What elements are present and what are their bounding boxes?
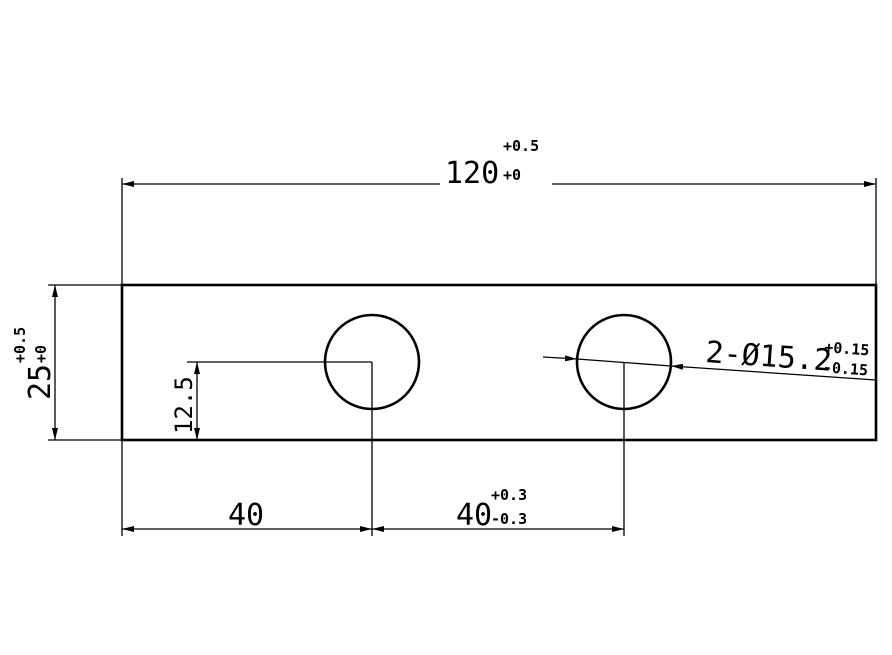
dim-length-upper-tol: +0.5 — [503, 137, 539, 155]
dimension-hole-positions: 40 40 +0.3 -0.3 — [121, 362, 625, 536]
hole-callout-lower-tol: -0.15 — [822, 358, 868, 379]
dimension-overall-height: 25 +0.5 +0 — [11, 284, 122, 441]
dim-length-lower-tol: +0 — [503, 166, 521, 184]
dim-height-lower-tol: +0 — [32, 345, 50, 363]
dimension-hole-center-height: 12.5 — [170, 361, 372, 440]
hole-callout-upper-tol: +0.15 — [824, 338, 870, 359]
part-outline — [120, 283, 878, 442]
dimension-overall-length: 120 +0.5 +0 — [121, 137, 877, 285]
dim-hole1-offset-value: 40 — [228, 498, 264, 533]
dim-spacing-upper-tol: +0.3 — [491, 486, 527, 504]
hole-callout-value: 2-Ø15.2 — [704, 335, 833, 379]
dim-height-upper-tol: +0.5 — [11, 327, 29, 363]
dim-spacing-value: 40 — [456, 498, 492, 533]
dim-length-value: 120 — [445, 156, 499, 191]
dim-center-height-value: 12.5 — [170, 376, 198, 434]
hole-callout: 2-Ø15.2 +0.15 -0.15 — [542, 335, 877, 381]
dim-spacing-lower-tol: -0.3 — [491, 510, 527, 528]
dim-height-value: 25 — [23, 364, 58, 400]
